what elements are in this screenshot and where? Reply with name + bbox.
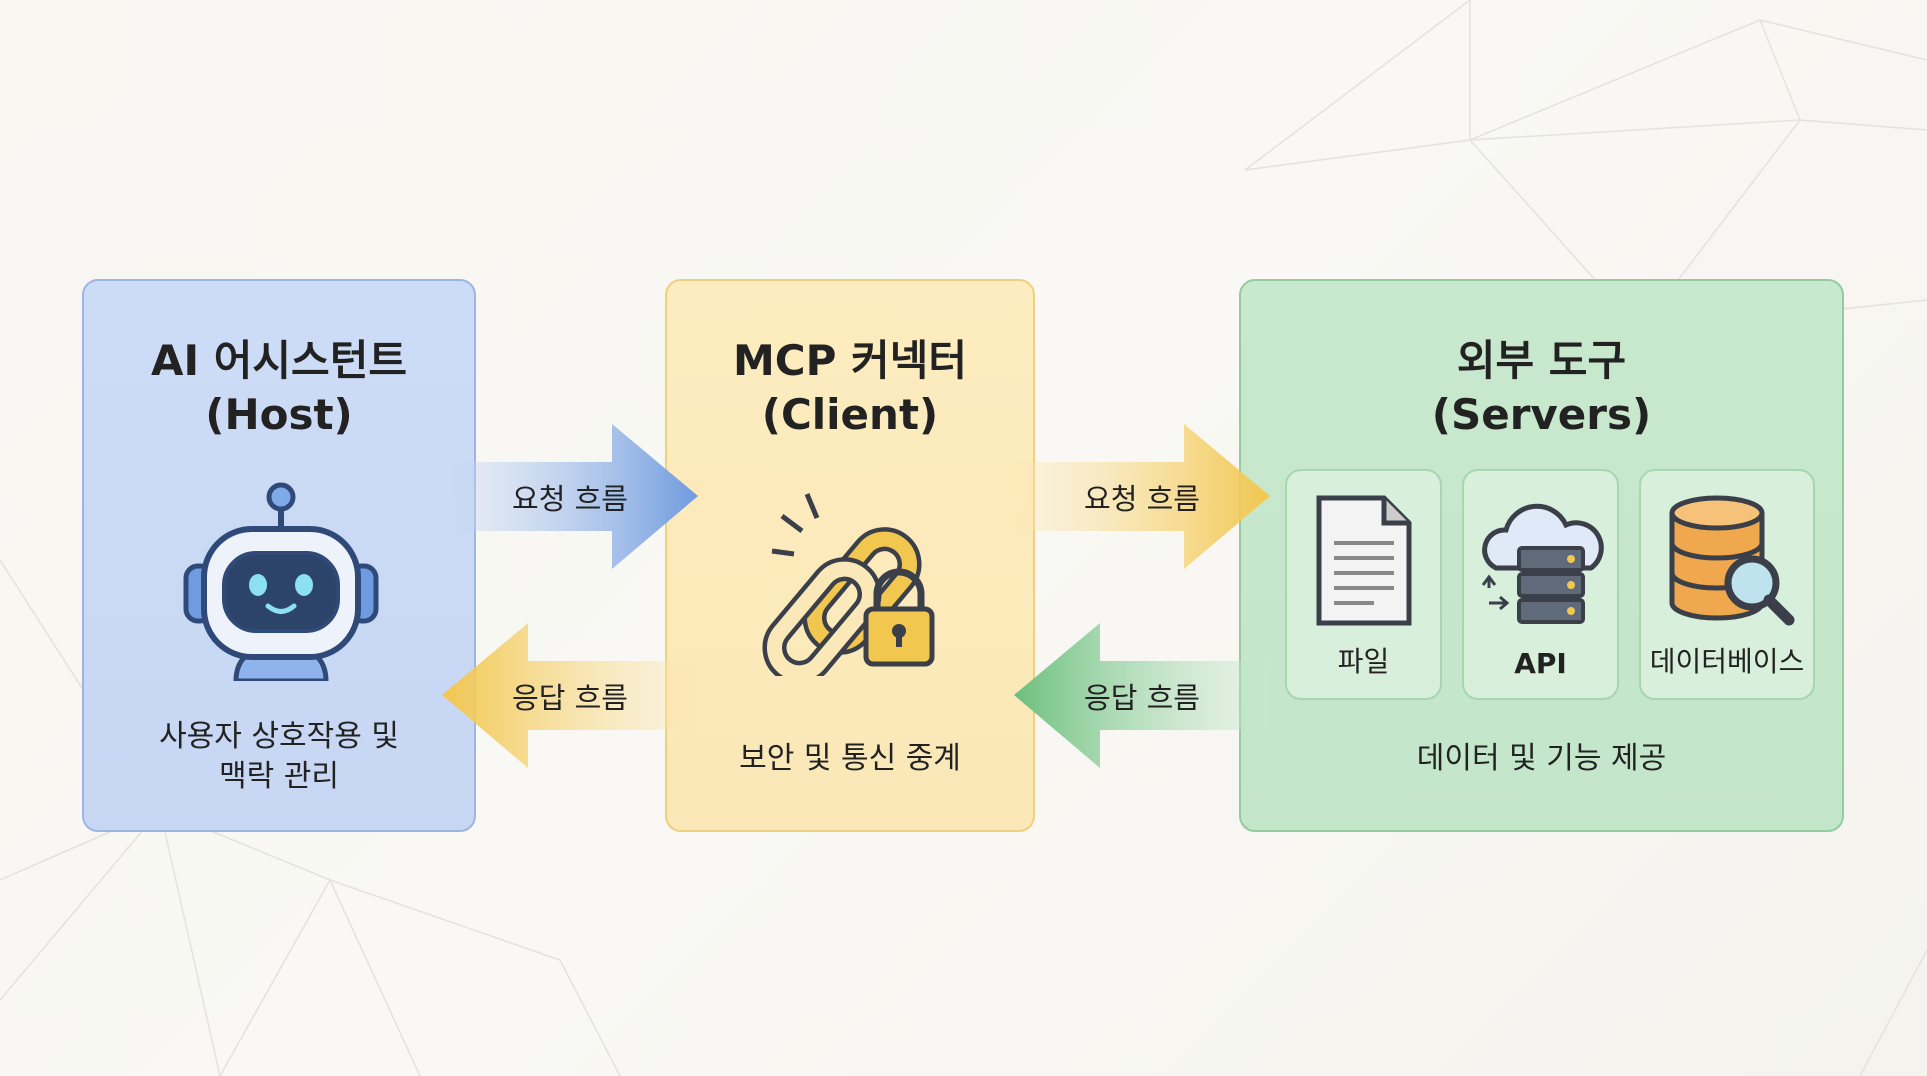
chain-lock-icon <box>762 493 935 676</box>
servers-title: 외부 도구 <box>1456 336 1627 385</box>
request-arrow-client-to-servers: 요청 흐름 <box>1014 424 1270 569</box>
host-title: AI 어시스턴트 <box>151 336 407 385</box>
response-arrow-client-to-host: 응답 흐름 <box>442 623 698 768</box>
client-subtitle: (Client) <box>761 390 939 439</box>
cloud-server-icon <box>1481 503 1604 624</box>
server-item-label: API <box>1514 647 1567 680</box>
server-item-database: 데이터베이스 <box>1639 469 1815 700</box>
request-label: 요청 흐름 <box>512 481 628 516</box>
response-label: 응답 흐름 <box>1084 680 1200 715</box>
response-label: 응답 흐름 <box>512 680 628 715</box>
server-item-label: 파일 <box>1337 645 1390 678</box>
host-caption-line2: 맥락 관리 <box>219 759 339 794</box>
client-panel: MCP 커넥터 (Client) 보안 및 통신 중계 <box>665 279 1035 832</box>
host-subtitle: (Host) <box>205 390 353 439</box>
servers-subtitle: (Servers) <box>1431 390 1652 439</box>
request-arrow-host-to-client: 요청 흐름 <box>442 424 698 569</box>
database-search-icon <box>1669 495 1795 626</box>
request-label: 요청 흐름 <box>1084 481 1200 516</box>
response-arrow-servers-to-client: 응답 흐름 <box>1014 623 1270 768</box>
server-item-label: 데이터베이스 <box>1649 645 1805 678</box>
server-item-file: 파일 <box>1285 469 1442 700</box>
client-title: MCP 커넥터 <box>733 336 967 385</box>
robot-icon <box>183 482 379 681</box>
servers-panel: 외부 도구 (Servers) 파일 API 데이터베이스 데이터 및 기능 제… <box>1239 279 1844 832</box>
client-caption: 보안 및 통신 중계 <box>739 741 961 776</box>
host-caption-line1: 사용자 상호작용 및 <box>159 719 399 754</box>
host-panel: AI 어시스턴트 (Host) 사용자 상호작용 및 맥락 관리 <box>82 279 476 832</box>
file-icon <box>1316 495 1411 626</box>
server-item-api: API <box>1462 469 1619 700</box>
servers-caption: 데이터 및 기능 제공 <box>1416 741 1667 776</box>
